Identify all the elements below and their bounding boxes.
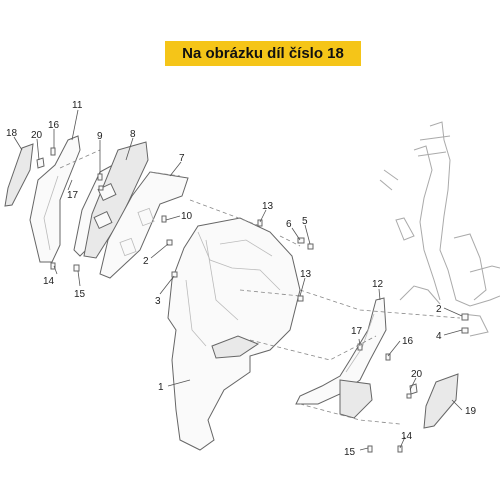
part-20b-clip [409, 383, 418, 395]
callout-15: 15 [74, 289, 86, 300]
callout-14: 14 [401, 431, 413, 442]
callout-19: 19 [465, 406, 477, 417]
leader-lines [13, 109, 463, 451]
callout-2: 2 [436, 304, 442, 315]
callout-17: 17 [67, 190, 79, 201]
callout-5: 5 [302, 216, 308, 227]
callout-6: 6 [286, 219, 292, 230]
part-19-trim [423, 373, 459, 429]
callout-2: 2 [143, 256, 149, 267]
callout-3: 3 [155, 296, 161, 307]
fasteners [50, 147, 469, 453]
part-number-banner: Na obrázku díl číslo 18 [165, 41, 361, 66]
callout-labels: 18 20 16 11 9 8 7 17 10 13 6 5 2 13 14 1… [6, 100, 477, 458]
callout-16: 16 [402, 336, 414, 347]
callout-1: 1 [158, 382, 164, 393]
callout-11: 11 [72, 100, 83, 111]
callout-9: 9 [97, 131, 103, 142]
part-1-front-shield [167, 217, 301, 451]
callout-17: 17 [351, 326, 363, 337]
callout-4: 4 [436, 331, 442, 342]
callout-15: 15 [344, 447, 356, 458]
part-11-trim [29, 135, 81, 263]
callout-16: 16 [48, 120, 60, 131]
part-18-cover [4, 143, 34, 207]
part-20-clip [36, 157, 45, 169]
frame-assembly [379, 121, 500, 337]
callout-18: 18 [6, 128, 18, 139]
callout-7: 7 [179, 153, 185, 164]
callout-20: 20 [411, 369, 423, 380]
callout-12: 12 [372, 279, 384, 290]
callout-8: 8 [130, 129, 136, 140]
callout-13: 13 [262, 201, 274, 212]
callout-14: 14 [43, 276, 55, 287]
callout-13: 13 [300, 269, 312, 280]
callout-20: 20 [31, 130, 43, 141]
callout-10: 10 [181, 211, 193, 222]
